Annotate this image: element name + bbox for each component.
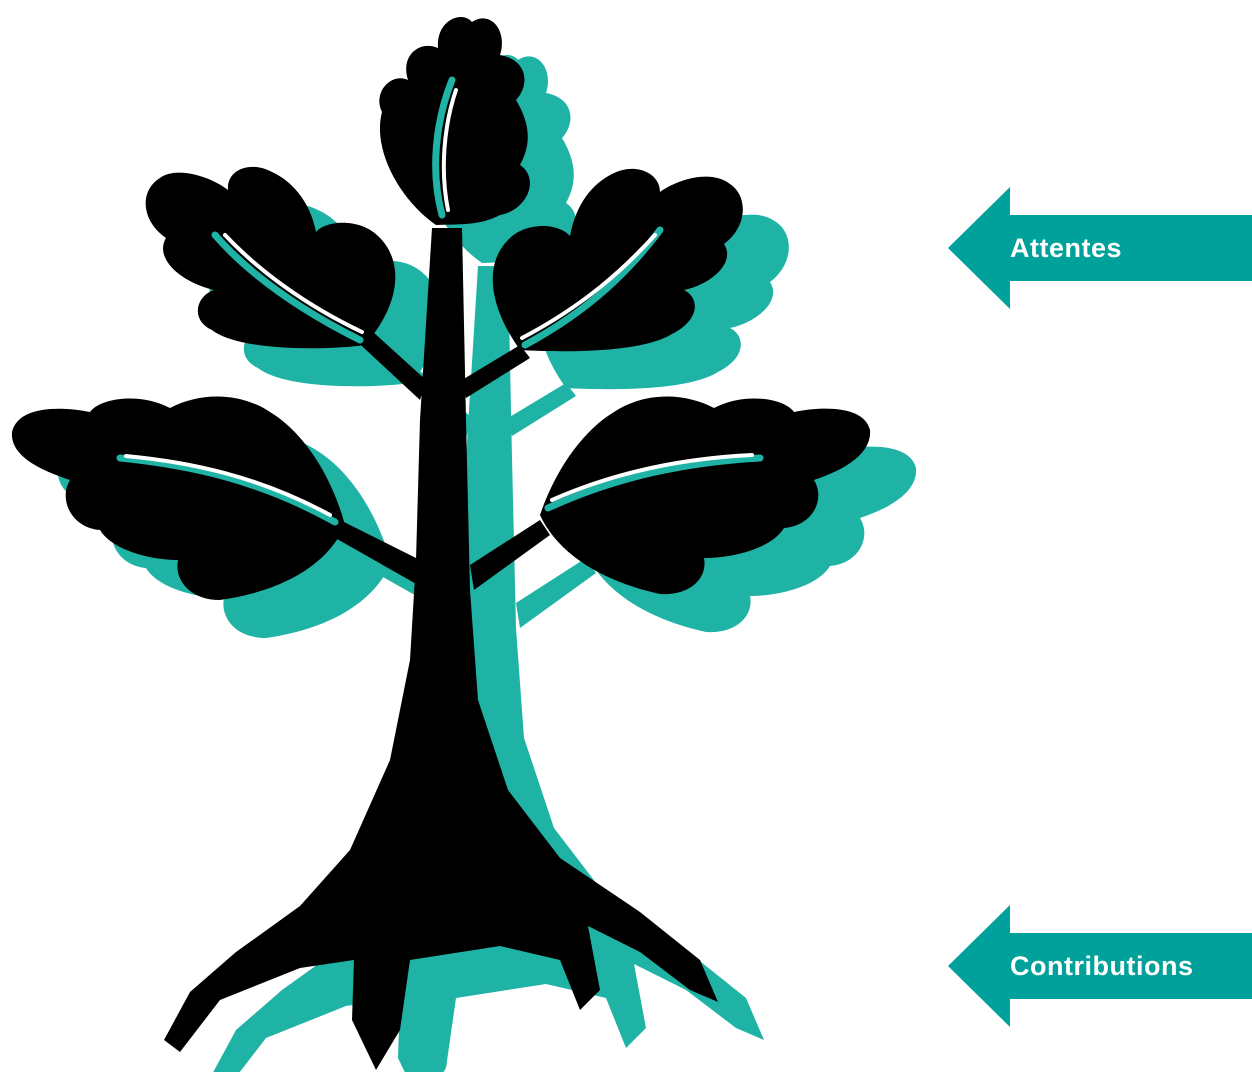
tree-illustration [11, 17, 917, 1072]
tree-icon [11, 17, 871, 1070]
leaf-gaps [124, 88, 754, 517]
contributions-label: Contributions [1010, 951, 1194, 981]
leaf-veins [116, 76, 764, 526]
contributions-arrow: Contributions [948, 905, 1252, 1027]
attentes-arrow: Attentes [948, 187, 1252, 309]
attentes-label: Attentes [1010, 233, 1123, 263]
left-arrow-icon [948, 187, 1252, 309]
left-arrow-icon [948, 905, 1252, 1027]
